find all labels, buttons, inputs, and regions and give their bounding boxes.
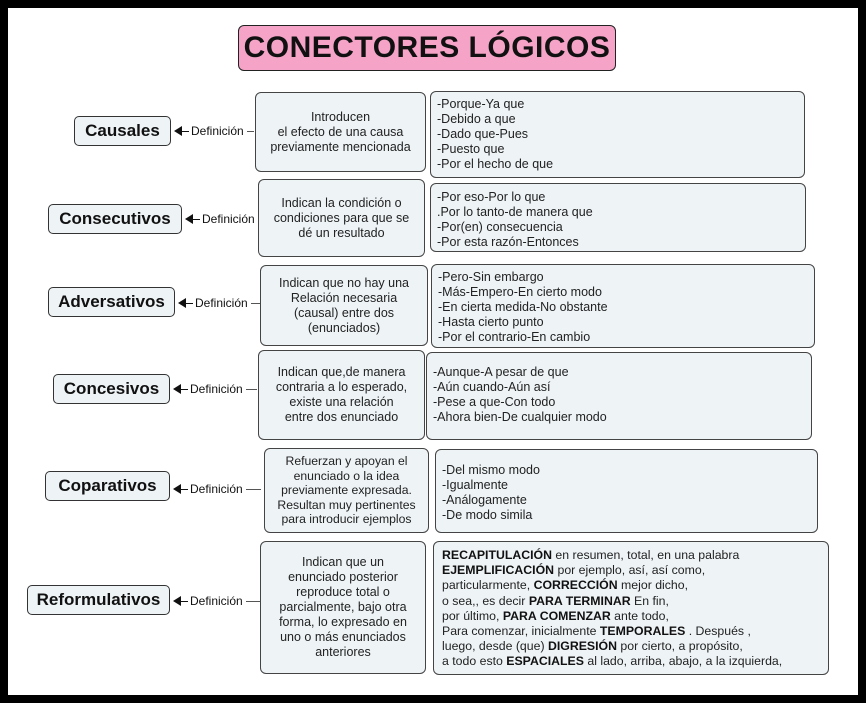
examples-box-coparativos: -Del mismo modo -Igualmente -Análogament… [435,449,818,533]
example-item: luego, desde (que) DIGRESIÓN por cierto,… [442,639,820,654]
connector-type-heading: PARA COMENZAR [502,608,611,623]
example-item: -Por(en) consecuencia [437,220,563,234]
connector-label: Definición [195,296,248,310]
example-item: -Más-Empero-En cierto modo [438,285,602,299]
connector-label: Definición [190,482,243,496]
arrow-left-icon [173,384,181,394]
example-text: ante todo, [610,608,669,623]
example-item: -De modo simila [442,508,533,522]
example-item: -Pero-Sin embargo [438,270,544,284]
example-text: por ejemplo, así, así como, [554,563,706,578]
example-item: -Por el contrario-En cambio [438,330,591,344]
definition-box-consecutivos: Indican la condición o condiciones para … [258,179,425,257]
example-text: Para comenzar, inicialmente [442,624,600,639]
example-item: -Aún cuando-Aún así [433,380,551,394]
example-item: -Dado que-Pues [437,127,529,141]
example-text: . Después , [685,624,751,639]
arrow-left-icon [173,596,181,606]
connector-label: Definición [190,594,243,608]
connector-type-heading: CORRECCIÓN [533,578,618,593]
definition-box-adversativos: Indican que no hay una Relación necesari… [260,265,428,346]
category-concesivos: Concesivos [53,374,170,404]
category-reformulativos: Reformulativos [27,585,170,615]
example-item: o sea,, es decir PARA TERMINAR En fin, [442,594,820,609]
page-title: CONECTORES LÓGICOS [238,25,616,71]
examples-box-reformulativos: RECAPITULACIÓN en resumen, total, en una… [433,541,829,675]
arrow-left-icon [174,126,182,136]
example-text: o sea,, es decir [442,593,529,608]
example-item: -Aunque-A pesar de que [433,365,569,379]
example-item: Para comenzar, inicialmente TEMPORALES .… [442,624,820,639]
example-item: -En cierta medida-No obstante [438,300,608,314]
arrow-left-icon [185,214,193,224]
example-item: -Ahora bien-De cualquier modo [433,410,607,424]
example-text: En fin, [630,593,669,608]
connector-type-heading: DIGRESIÓN [547,639,617,654]
connector-label: Definición [191,124,244,138]
example-item: .Por lo tanto-de manera que [437,205,593,219]
examples-box-concesivos: -Aunque-A pesar de que -Aún cuando-Aún a… [426,352,812,440]
example-text: por último, [442,608,503,623]
definition-box-coparativos: Refuerzan y apoyan el enunciado o la ide… [264,448,429,533]
example-item: -Por esta razón-Entonces [437,235,579,249]
example-item: -Del mismo modo [442,463,540,477]
example-item: a todo esto ESPACIALES al lado, arriba, … [442,654,820,669]
example-item: -Análogamente [442,493,527,507]
example-item: -Hasta cierto punto [438,315,544,329]
example-text: a todo esto [442,654,507,669]
connector-type-heading: RECAPITULACIÓN [442,548,552,562]
example-item: -Debido a que [437,112,516,126]
example-item: -Puesto que [437,142,505,156]
example-item: por último, PARA COMENZAR ante todo, [442,609,820,624]
example-item: RECAPITULACIÓN en resumen, total, en una… [442,548,820,563]
examples-box-adversativos: -Pero-Sin embargo -Más-Empero-En cierto … [431,264,815,348]
definition-box-causales: Introducen el efecto de una causa previa… [255,92,426,172]
example-item: EJEMPLIFICACIÓN por ejemplo, así, así co… [442,563,820,578]
example-item: -Pese a que-Con todo [433,395,556,409]
definition-connector: Definición [178,296,260,310]
example-item: -Por el hecho de que [437,157,554,171]
connector-label: Definición [202,212,255,226]
category-adversativos: Adversativos [48,287,175,317]
concept-map-canvas: CONECTORES LÓGICOS Causales Definición I… [8,8,858,695]
connector-label: Definición [190,382,243,396]
category-consecutivos: Consecutivos [48,204,182,234]
example-text: particularmente, [442,578,534,593]
examples-box-causales: -Porque-Ya que -Debido a que -Dado que-P… [430,91,805,178]
connector-type-heading: EJEMPLIFICACIÓN [442,563,555,578]
definition-connector: Definición [185,212,259,226]
definition-connector: Definición [174,124,254,138]
definition-box-concesivos: Indican que,de manera contraria a lo esp… [258,350,425,440]
example-item: particularmente, CORRECCIÓN mejor dicho, [442,578,820,593]
example-item: -Por eso-Por lo que [437,190,546,204]
example-item: -Porque-Ya que [437,97,525,111]
definition-connector: Definición [173,594,261,608]
examples-box-consecutivos: -Por eso-Por lo que .Por lo tanto-de man… [430,183,806,252]
arrow-left-icon [178,298,186,308]
arrow-left-icon [173,484,181,494]
definition-connector: Definición [173,382,257,396]
connector-type-heading: PARA TERMINAR [528,593,631,608]
example-text: mejor dicho, [617,578,689,593]
definition-connector: Definición [173,482,261,496]
category-coparativos: Coparativos [45,471,170,501]
category-causales: Causales [74,116,171,146]
connector-type-heading: ESPACIALES [506,654,584,669]
example-text: luego, desde (que) [442,639,548,654]
example-text: por cierto, a propósito, [616,639,743,654]
definition-box-reformulativos: Indican que un enunciado posterior repro… [260,541,426,674]
example-item: -Igualmente [442,478,509,492]
example-text: en resumen, total, en una palabra [552,548,740,562]
example-text: al lado, arriba, abajo, a la izquierda, [583,654,783,669]
connector-type-heading: TEMPORALES [599,624,686,639]
